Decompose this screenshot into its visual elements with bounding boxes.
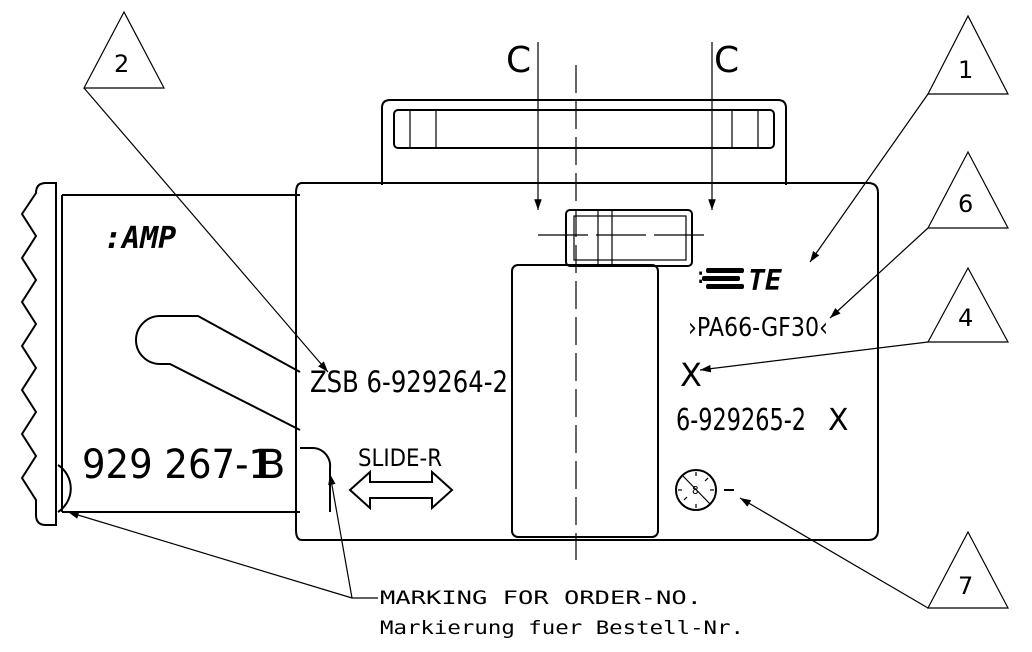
callout-1-label: 1 [958, 56, 973, 84]
material-marking: ›PA66-GF30‹ [688, 313, 828, 343]
te-logo: TE [748, 264, 783, 297]
date-dial-icon [675, 469, 734, 511]
section-label-left: C [506, 40, 531, 81]
callout-1 [809, 14, 1009, 263]
callout-4 [699, 266, 1010, 373]
date-dial-digit: 8 [692, 484, 699, 497]
main-housing [295, 182, 879, 541]
callout-6-label: 6 [958, 190, 973, 218]
section-label-right: C [714, 40, 739, 81]
top-handle [381, 99, 787, 185]
section-cut: C C [506, 40, 739, 560]
order-revision: B [258, 442, 285, 488]
mark-x: X [680, 356, 702, 394]
callout-7 [739, 497, 1009, 609]
order-marking-leaders [67, 473, 378, 599]
part-number: 6-929265-2 [676, 403, 806, 438]
slide-label: SLIDE-R [358, 444, 442, 472]
callout-2-label: 2 [114, 50, 129, 78]
note-line-2: Markierung fuer Bestell-Nr. [380, 617, 744, 639]
callout-2 [83, 10, 329, 373]
callout-7-label: 7 [958, 572, 973, 600]
slide-double-arrow-icon [348, 469, 454, 511]
amp-logo: :AMP [104, 221, 176, 256]
part-revision: X [828, 403, 849, 438]
te-logo-icon [702, 268, 744, 289]
note-line-1: MARKING FOR ORDER-NO. [380, 587, 702, 609]
order-number: 929 267-1 [82, 442, 272, 488]
callout-6 [829, 150, 1009, 319]
te-logo-prefix: : [694, 264, 707, 289]
callout-4-label: 4 [958, 304, 973, 332]
order-slider [20, 182, 332, 526]
assembly-number: ZSB 6-929264-2 [310, 365, 508, 399]
